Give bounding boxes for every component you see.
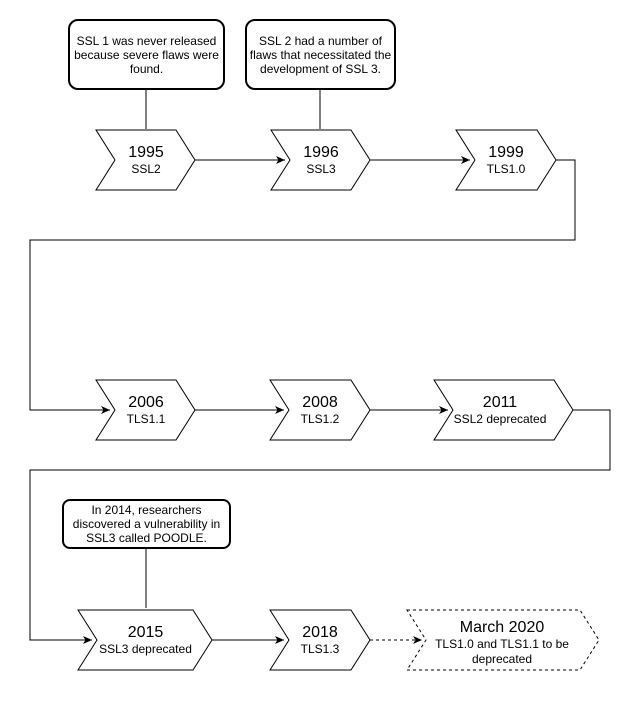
event-year: 2006 xyxy=(128,394,164,411)
note-poodle: In 2014, researchers discovered a vulner… xyxy=(72,503,221,545)
event-2020: March 2020 TLS1.0 and TLS1.1 to be depre… xyxy=(432,619,572,667)
chevron-1996 xyxy=(270,129,371,191)
event-year: 2008 xyxy=(302,394,338,411)
chevron-1999 xyxy=(455,129,557,191)
event-year: 2011 xyxy=(482,394,518,411)
chevron-1995 xyxy=(95,129,196,191)
event-label: TLS1.0 and TLS1.1 to be deprecated xyxy=(435,637,569,666)
chevron-2018 xyxy=(269,609,371,671)
event-2006: 2006 TLS1.1 xyxy=(106,394,186,427)
event-label: SSL3 deprecated xyxy=(99,642,192,656)
note-ssl1: SSL 1 was never released because severe … xyxy=(74,33,219,76)
chevron-2011 xyxy=(433,379,574,441)
note-box-ssl2 xyxy=(245,19,396,90)
event-label: SSL3 xyxy=(306,162,336,176)
note-box-poodle xyxy=(62,499,231,549)
event-label: TLS1.2 xyxy=(300,412,340,426)
event-year: 1995 xyxy=(128,144,164,161)
event-label: TLS1.1 xyxy=(126,412,166,426)
chevron-2015 xyxy=(77,609,213,671)
event-year: 2018 xyxy=(302,624,338,641)
event-1995: 1995 SSL2 xyxy=(106,144,186,177)
event-2008: 2008 TLS1.2 xyxy=(280,394,360,427)
note-ssl2: SSL 2 had a number of flaws that necessi… xyxy=(249,33,392,76)
event-label: SSL2 xyxy=(131,162,161,176)
event-1996: 1996 SSL3 xyxy=(281,144,361,177)
event-year: 1999 xyxy=(488,144,524,161)
event-label: TLS1.0 xyxy=(486,162,526,176)
note-box-ssl1 xyxy=(68,19,225,90)
chevron-2020 xyxy=(406,609,600,671)
event-label: TLS1.3 xyxy=(300,642,340,656)
event-label: SSL2 deprecated xyxy=(453,412,547,426)
event-2011: 2011 SSL2 deprecated xyxy=(440,394,560,427)
event-year: 1996 xyxy=(303,144,339,161)
event-2018: 2018 TLS1.3 xyxy=(280,624,360,657)
event-year: March 2020 xyxy=(459,619,545,636)
event-2015: 2015 SSL3 deprecated xyxy=(88,624,203,657)
event-1999: 1999 TLS1.0 xyxy=(466,144,546,177)
arrow-1999-2006 xyxy=(29,159,576,414)
chevron-2008 xyxy=(269,379,371,441)
arrow-2011-2015 xyxy=(29,409,611,644)
chevron-2006 xyxy=(95,379,196,441)
event-year: 2015 xyxy=(127,624,164,641)
